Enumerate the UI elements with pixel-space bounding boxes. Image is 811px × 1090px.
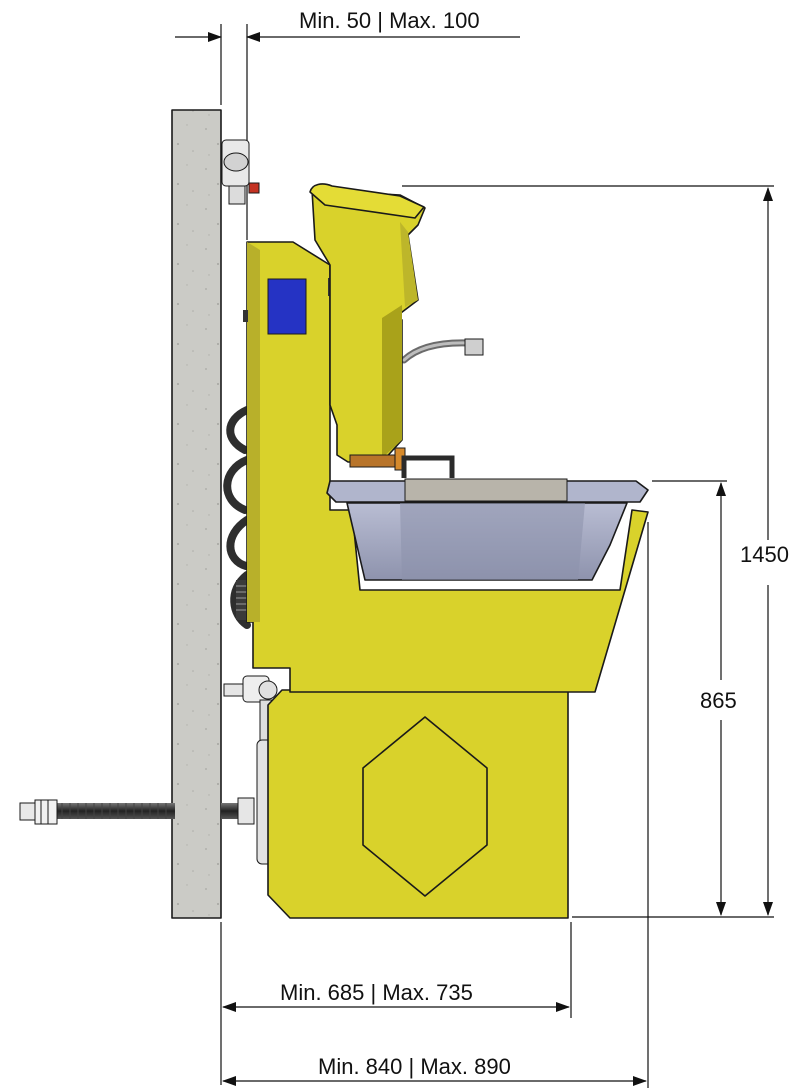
hexagon-emboss [362,716,488,897]
dimension-depth-total-label: Min. 840 | Max. 890 [318,1054,511,1079]
dimension-depth-body: Min. 685 | Max. 735 [220,922,572,1085]
dimension-depth-body-label: Min. 685 | Max. 735 [280,980,473,1005]
dimension-depth-total: Min. 840 | Max. 890 [222,522,649,1088]
dimension-basin-height-label: 865 [700,688,737,713]
basin [326,455,649,581]
lower-cabinet [267,689,569,919]
valve-block [236,580,248,620]
hose-fitting [19,802,36,821]
brush-nozzle [349,454,401,468]
dimension-total-height-label: 1450 [740,542,789,567]
control-display [267,278,307,335]
upper-wall-valve [221,139,260,205]
dimension-wall-gap: Min. 50 | Max. 100 [175,8,520,240]
basin-grate [404,478,568,502]
inlet-hose [19,797,255,825]
dimension-total-height: 1450 [402,185,789,918]
back-hoses [223,406,251,629]
wall [171,109,222,919]
dimension-wall-gap-label: Min. 50 | Max. 100 [299,8,480,33]
upper-body [243,241,649,693]
faucet [400,338,484,364]
upper-hood [309,183,426,471]
dimension-basin-height: 865 [652,480,737,916]
